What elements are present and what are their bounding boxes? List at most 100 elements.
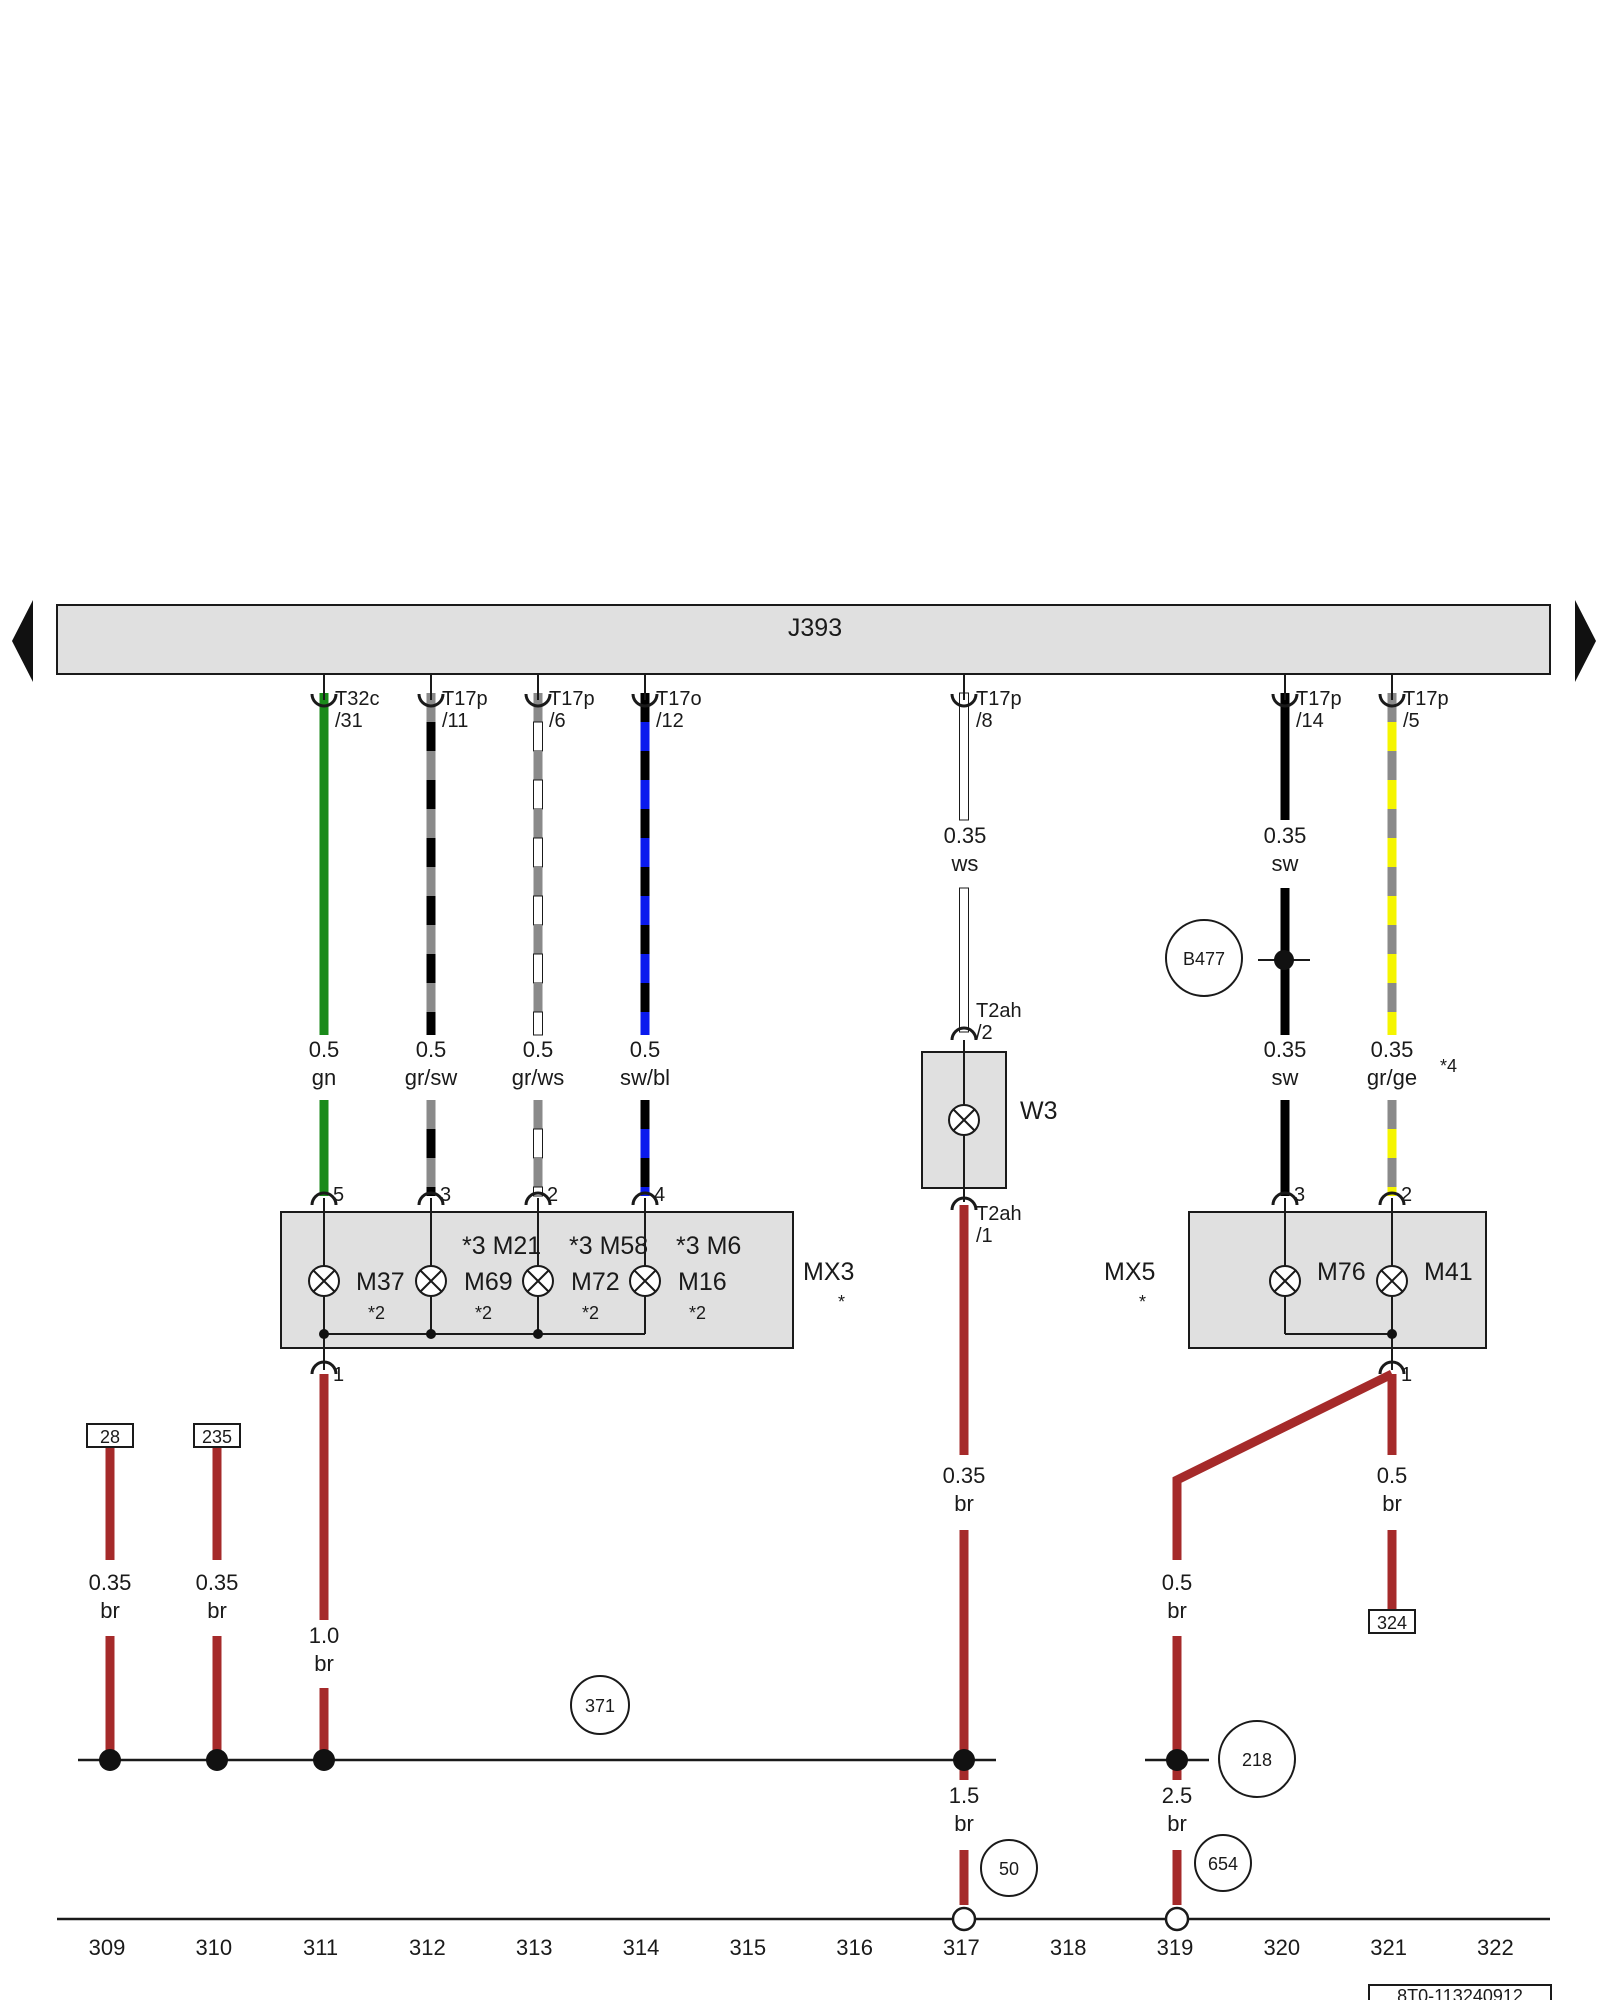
wire-color: ws (951, 851, 979, 876)
wire-size: 0.35 (944, 823, 987, 848)
lower-wires (105, 1205, 1397, 1905)
bulb-note: *2 (582, 1303, 599, 1323)
column-number: 318 (1050, 1935, 1087, 1960)
wire-w313a-lower (533, 1100, 543, 1197)
ground-points[interactable]: 371 218 50 654 (570, 1675, 1296, 1897)
page-left-arrow[interactable] (12, 600, 33, 682)
terminal-319 (1164, 1906, 1190, 1932)
conn-label: /2 (976, 1022, 993, 1044)
conn-label: /6 (549, 710, 566, 732)
mx5-body (1188, 1211, 1487, 1349)
wire-color: br (954, 1811, 974, 1836)
bulb-m37-icon (308, 1265, 340, 1297)
wire-size: 0.5 (416, 1037, 447, 1062)
conn-label: T17p (976, 688, 1022, 710)
doc-code: 8T0-113240912 (1397, 1986, 1523, 2000)
footnote-marker: *4 (1440, 1056, 1457, 1076)
ref-box-label: 324 (1377, 1613, 1407, 1633)
ground-point-label: 371 (585, 1696, 615, 1716)
wire-w321a-lower (1387, 1100, 1397, 1196)
reference-boxes[interactable]: 28 235 324 (86, 1423, 1416, 1634)
bulb-m72-icon (522, 1265, 554, 1297)
conn-label: /14 (1296, 710, 1324, 732)
connector-hook (950, 693, 978, 708)
wire-size: 1.5 (949, 1783, 980, 1808)
bulb-label: M16 (678, 1268, 727, 1296)
wire-w311a (319, 693, 329, 1035)
connector-labels: T32c /31 T17p /11 T17p /6 T17o /12 T17p … (335, 688, 1449, 732)
bulb-label: M72 (571, 1268, 620, 1296)
wire-size: 0.35 (196, 1570, 239, 1595)
wire-size: 0.5 (523, 1037, 554, 1062)
terminal-317 (951, 1906, 977, 1932)
bulb-w3-icon (948, 1104, 980, 1136)
wire-color: sw/bl (620, 1065, 670, 1090)
ref-box-28 (86, 1423, 134, 1448)
conn-label: T32c (335, 688, 379, 710)
wire-color: br (954, 1491, 974, 1516)
pin-label: 3 (1294, 1184, 1305, 1206)
b477-label: B477 (1183, 949, 1225, 969)
bulb-label: *3 M21 (462, 1232, 541, 1260)
mx3-star: * (838, 1292, 845, 1312)
lower-wire-labels: 0.35 br 0.35 br 1.0 br 0.35 br 1.5 br 0.… (89, 1463, 1408, 1836)
conn-label: /12 (656, 710, 684, 732)
column-number: 309 (89, 1935, 126, 1960)
wire-size: 0.5 (1162, 1570, 1193, 1595)
wire-w314a-lower (640, 1100, 650, 1196)
pin-label: 5 (333, 1184, 344, 1206)
wire-color: br (1167, 1811, 1187, 1836)
page-right-arrow[interactable] (1575, 600, 1596, 682)
wire-color: gn (312, 1065, 336, 1090)
wire-size: 0.35 (1264, 823, 1307, 848)
bulb-label: M37 (356, 1268, 405, 1296)
bulb-m76-icon (1269, 1265, 1301, 1297)
wire-color: sw (1272, 851, 1299, 876)
wire-color: gr/ws (512, 1065, 565, 1090)
mx5-star: * (1139, 1292, 1146, 1312)
bulb-label: M41 (1424, 1258, 1473, 1286)
wire-w312a-lower (426, 1100, 436, 1196)
conn-label: /11 (442, 710, 468, 732)
wire-w317a (959, 692, 969, 821)
connector-hooks (310, 674, 1406, 708)
conn-label: /1 (976, 1225, 993, 1247)
conn-label: T17p (1296, 688, 1342, 710)
connector-hook (310, 693, 338, 708)
conn-label: T17p (442, 688, 488, 710)
conn-label: T17p (549, 688, 595, 710)
wire-color: br (1167, 1598, 1187, 1623)
ground-bus (78, 1749, 1209, 1771)
conn-label: /5 (1403, 710, 1420, 732)
upper-wire-labels: 0.5 gn 0.5 gr/sw 0.5 gr/ws 0.5 sw/bl 0.3… (309, 823, 1457, 1090)
pin-label: 2 (1401, 1184, 1412, 1206)
module-mx3: M37 *2 *3 M21 M69 *2 *3 M58 M72 *2 *3 M6… (280, 1184, 854, 1386)
column-number: 310 (195, 1935, 232, 1960)
bulb-note: *2 (475, 1303, 492, 1323)
control-unit-j393 (56, 604, 1551, 675)
mx3-label: MX3 (803, 1258, 854, 1286)
ground-point-371 (570, 1675, 630, 1735)
wire-size: 0.5 (630, 1037, 661, 1062)
conn-label: T17p (1403, 688, 1449, 710)
connector-hook (1271, 693, 1299, 708)
bulb-label: M76 (1317, 1258, 1366, 1286)
ground-point-50 (980, 1839, 1038, 1897)
wire-w312a (426, 693, 436, 1035)
column-number: 313 (516, 1935, 553, 1960)
column-number: 322 (1477, 1935, 1514, 1960)
conn-label: T17o (656, 688, 702, 710)
bulb-m41-icon (1376, 1265, 1408, 1297)
ground-point-218 (1218, 1720, 1296, 1798)
bulb-m69-icon (415, 1265, 447, 1297)
wire-color: gr/sw (405, 1065, 458, 1090)
wire-size: 1.0 (309, 1623, 340, 1648)
wire-w320a (1280, 693, 1290, 820)
column-number: 320 (1263, 1935, 1300, 1960)
wire-color: sw (1272, 1065, 1299, 1090)
wire-w311a-lower (319, 1100, 329, 1196)
wire-size: 0.35 (1264, 1037, 1307, 1062)
connector-hook (631, 693, 659, 708)
connector-hook (524, 693, 552, 708)
conn-label: /31 (335, 710, 363, 732)
